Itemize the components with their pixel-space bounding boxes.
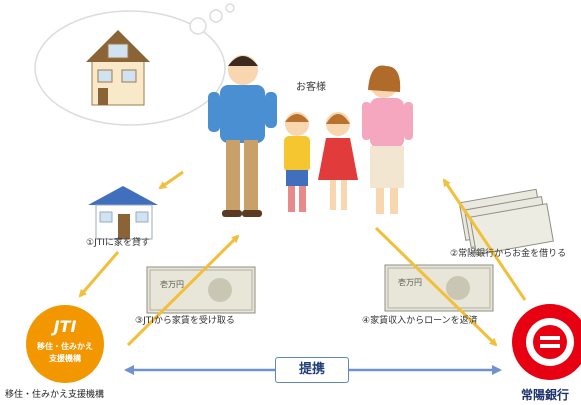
arrow-family-to-bank	[374, 226, 498, 347]
step1-label: ①JTIに家を貸す	[86, 238, 150, 248]
bank-logo-icon	[512, 304, 581, 380]
jti-caption: 移住・住みかえ支援機構	[5, 390, 105, 400]
step2-label: ②常陽銀行からお金を借りる	[450, 249, 567, 259]
arrow-bank-to-family	[442, 178, 527, 301]
banknote-icon-step3: 壱万円	[146, 266, 256, 314]
bank-name: 常陽銀行	[521, 388, 570, 402]
jti-logo-text: JTI	[53, 317, 77, 336]
svg-text:壱万円: 壱万円	[160, 279, 184, 289]
step4-label: ④家賃収入からローンを返済	[362, 316, 478, 326]
family-illustration	[208, 55, 413, 217]
jti-logo-badge: JTI 移住・住みかえ 支援機構	[26, 305, 104, 383]
flow-arrows	[78, 170, 527, 347]
banknote-icon	[458, 188, 554, 256]
jti-badge-line2: 支援機構	[49, 354, 81, 363]
dream-house-icon	[86, 30, 150, 106]
partnership-label: 提携	[275, 357, 349, 383]
step3-label: ③JTIから家賃を受け取る	[135, 316, 235, 326]
jti-badge-line1: 移住・住みかえ	[37, 342, 93, 351]
svg-text:壱万円: 壱万円	[398, 277, 422, 287]
house-icon	[88, 186, 158, 240]
customer-label: お客様	[296, 82, 326, 93]
arrow-family-to-house	[158, 170, 184, 190]
arrow-jti-to-family	[126, 234, 240, 347]
arrow-house-to-jti	[78, 251, 120, 298]
